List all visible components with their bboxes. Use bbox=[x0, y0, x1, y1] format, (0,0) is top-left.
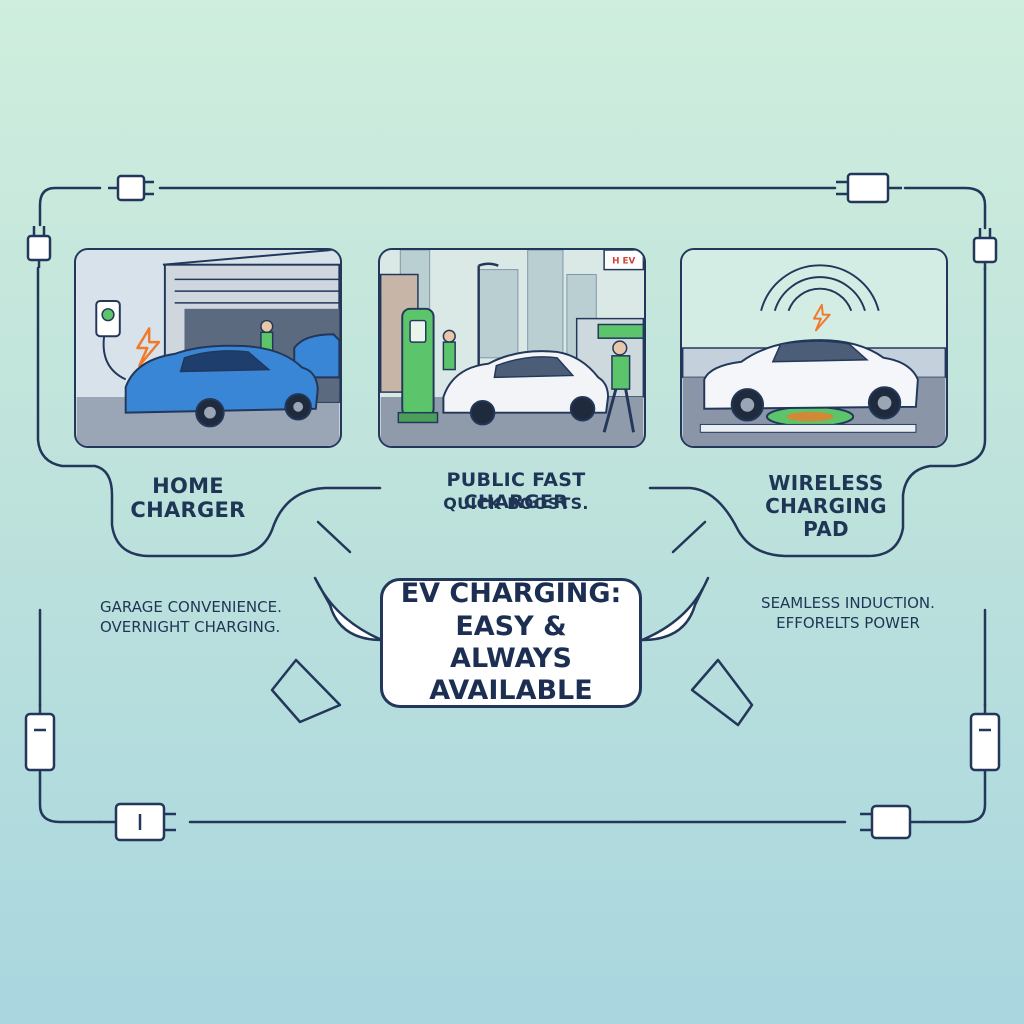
wireless-title-line1: WIRELESS bbox=[768, 471, 884, 495]
public-charger-title: PUBLIC FAST CHARGER bbox=[446, 469, 586, 513]
wireless-signal-icon bbox=[760, 264, 880, 312]
plug-icon bbox=[860, 804, 925, 840]
plug-icon bbox=[108, 174, 154, 202]
public-charger-subtitle: QUICK BOOSTS. bbox=[443, 494, 589, 513]
home-charger-title-line1: HOME bbox=[152, 474, 224, 498]
plug-icon bbox=[972, 228, 998, 270]
wireless-title-line2: CHARGING bbox=[765, 494, 887, 518]
home-charger-illustration bbox=[76, 250, 340, 446]
center-title: EV CHARGING: EASY & ALWAYS AVAILABLE bbox=[391, 578, 631, 708]
public-charger-illustration: H EV bbox=[380, 250, 644, 446]
center-title-line2: EASY & ALWAYS bbox=[450, 610, 572, 674]
panel-public-fast-charger: H EV bbox=[378, 248, 646, 448]
plug-icon bbox=[969, 704, 1001, 780]
wireless-charging-label: WIRELESS CHARGING PAD bbox=[756, 472, 896, 541]
home-charger-description: GARAGE CONVENIENCE. OVERNIGHT CHARGING. bbox=[100, 597, 330, 638]
center-title-line1: EV CHARGING: bbox=[400, 578, 622, 610]
lightning-bolt-icon bbox=[813, 303, 831, 332]
wireless-desc-line2: EFFORELTS POWER bbox=[776, 614, 920, 633]
home-charger-title-line2: CHARGER bbox=[130, 498, 246, 523]
ev-charger-icon bbox=[397, 307, 439, 424]
center-title-box: EV CHARGING: EASY & ALWAYS AVAILABLE bbox=[380, 578, 642, 708]
center-title-line3: AVAILABLE bbox=[429, 675, 593, 707]
plug-icon bbox=[26, 226, 52, 268]
plug-icon bbox=[836, 172, 902, 204]
plug-icon bbox=[100, 802, 176, 842]
ev-charger-icon bbox=[95, 299, 127, 381]
home-charger-label: HOME CHARGER bbox=[118, 474, 258, 522]
station-sign-text: H EV bbox=[612, 257, 635, 267]
home-desc-line1: GARAGE CONVENIENCE. bbox=[100, 598, 282, 616]
wireless-title-line3: PAD bbox=[803, 517, 849, 541]
panel-wireless-charging bbox=[680, 248, 948, 448]
home-desc-line2: OVERNIGHT CHARGING. bbox=[100, 618, 281, 637]
wireless-description: SEAMLESS INDUCTION. EFFORELTS POWER bbox=[738, 593, 958, 634]
wireless-charging-illustration bbox=[682, 250, 946, 446]
plug-icon bbox=[24, 704, 56, 780]
lightning-bolt-icon bbox=[136, 327, 161, 367]
wireless-desc-line1: SEAMLESS INDUCTION. bbox=[761, 594, 935, 612]
panel-home-charger bbox=[74, 248, 342, 448]
